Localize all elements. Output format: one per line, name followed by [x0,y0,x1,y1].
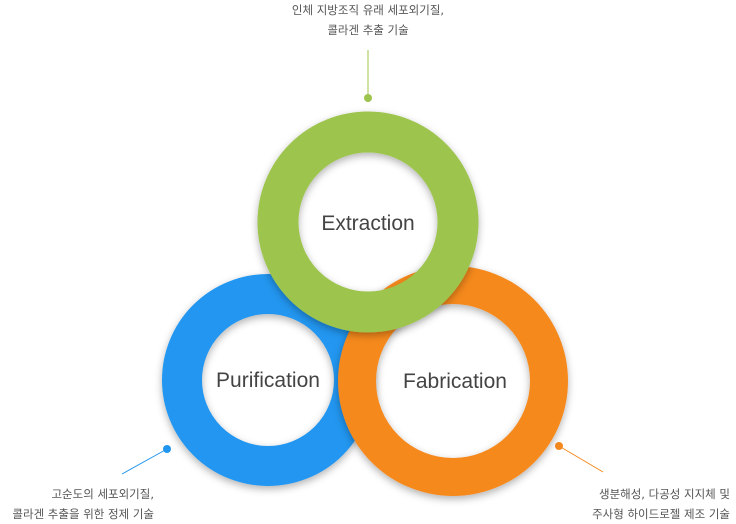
note-fabrication-line1: 생분해성, 다공성 지지체 및 [598,487,730,501]
note-extraction-line2: 콜라겐 추출 기술 [327,23,409,37]
note-extraction-line1: 인체 지방조직 유래 세포외기질, [291,3,445,17]
connector-line-fabrication [558,445,604,473]
ring-extraction-shape [257,111,479,333]
note-fabrication-line2: 주사형 하이드로젤 제조 기술 [592,507,730,521]
note-purification: 고순도의 세포외기질, 콜라겐 추출을 위한 정제 기술 [12,484,154,524]
ring-label-purification: Purification [216,369,320,392]
note-purification-line1: 고순도의 세포외기질, [51,487,154,501]
note-fabrication: 생분해성, 다공성 지지체 및 주사형 하이드로젤 제조 기술 [592,484,730,524]
connector-dot-fabrication [555,442,563,450]
connector-line-purification [121,448,168,475]
ring-extraction [257,111,479,333]
connector-dot-extraction [364,94,372,102]
note-extraction: 인체 지방조직 유래 세포외기질, 콜라겐 추출 기술 [0,0,736,40]
note-purification-line2: 콜라겐 추출을 위한 정제 기술 [12,507,154,521]
ring-label-extraction: Extraction [321,212,414,235]
connector-dot-purification [163,445,171,453]
ring-label-fabrication: Fabrication [403,370,507,393]
